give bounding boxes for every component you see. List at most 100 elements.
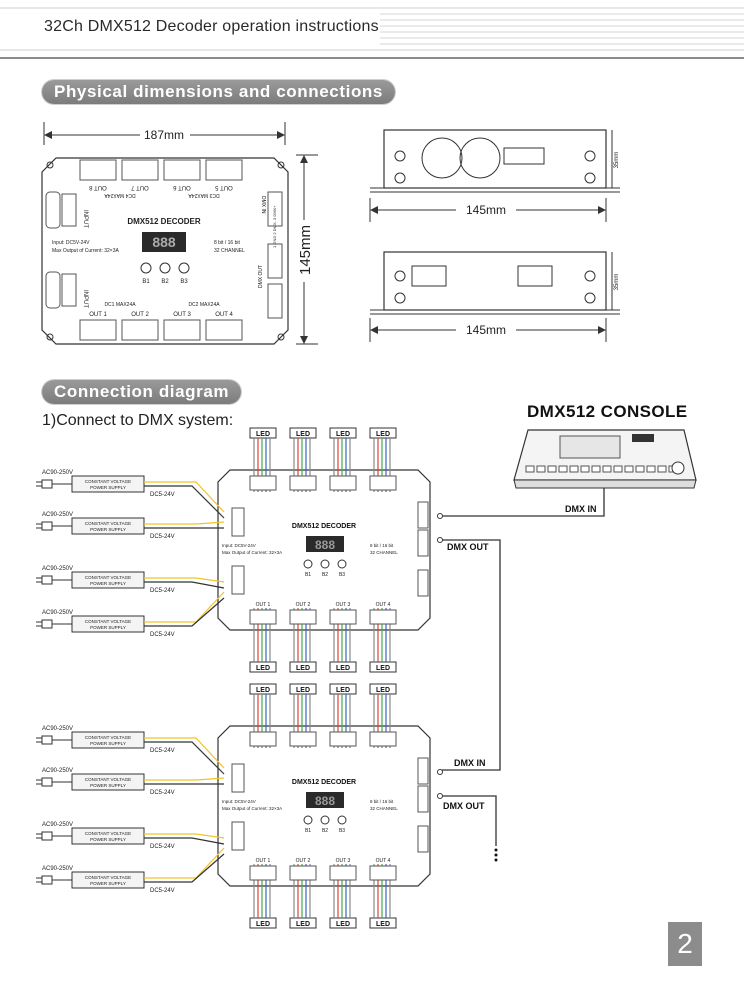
width-label: 187mm (144, 128, 184, 142)
bottom-output-label: OUT 3 (336, 602, 351, 608)
dc-wire-negative (144, 581, 225, 589)
dmx-out-connector (437, 537, 443, 543)
dc-output-label: DC5-24V (150, 790, 175, 796)
out8-label: OUT 8 (89, 184, 107, 190)
terminal-block-bottom (369, 865, 397, 881)
button-b3-label: B3 (180, 279, 188, 285)
section-connection-heading: Connection diagram (42, 380, 242, 404)
out4-label: OUT 4 (215, 312, 233, 318)
led-strip-bottom: LED (369, 917, 397, 929)
decoder-display: 888 (152, 234, 176, 250)
psu-label-line2: POWER SUPPLY (90, 581, 126, 586)
console-key (558, 465, 568, 473)
psu-label-line2: POWER SUPPLY (90, 783, 126, 788)
ac-input-label: AC90-250V (42, 822, 73, 828)
psu-box (71, 517, 145, 535)
bit-label: 8 bit / 16 bit (370, 799, 394, 804)
psu-label-line2: POWER SUPPLY (90, 527, 126, 532)
dc-output-label: DC5-24V (150, 748, 175, 754)
decoder-button (337, 559, 347, 569)
ac-plug-icon (41, 777, 53, 787)
document-header: 32Ch DMX512 Decoder operation instructio… (0, 0, 744, 62)
width-dimension: 187mm (43, 122, 286, 145)
led-label: LED (376, 687, 390, 694)
side-view-2: 35mm 145mm (369, 251, 620, 342)
dmx-aux-port (417, 825, 429, 853)
out7-label: OUT 7 (131, 184, 149, 190)
out3-label: OUT 3 (173, 312, 191, 318)
decoder-button-label: B2 (322, 572, 328, 578)
ac-input-label: AC90-250V (42, 470, 73, 476)
max-output-label: Max Output of Current: 32×3A (222, 806, 282, 811)
bit-label: 8 bit / 16 bit (214, 240, 240, 246)
max-output-label: Max Output of Current: 32×3A (52, 248, 120, 254)
input-block-top (231, 763, 245, 793)
led-strip-top: LED (329, 683, 357, 695)
terminal-block-top (329, 731, 357, 747)
dc-wire-negative (144, 837, 225, 845)
led-strip-bottom: LED (369, 661, 397, 673)
height-label: 145mm (297, 225, 314, 275)
channel-label: 32 CHANNEL (214, 248, 245, 254)
decoder-button-label: B3 (339, 828, 345, 834)
decoder-button (337, 815, 347, 825)
connect-dmx-heading: 1)Connect to DMX system: (42, 412, 234, 429)
input-block-bottom (231, 821, 245, 851)
bottom-output-label: OUT 1 (256, 602, 271, 608)
led-label: LED (376, 431, 390, 438)
bottom-output-label: OUT 2 (296, 602, 311, 608)
led-strip-bottom: LED (329, 917, 357, 929)
out2-label: OUT 2 (131, 312, 149, 318)
led-label: LED (376, 921, 390, 928)
side-height-label-2: 35mm (614, 274, 620, 291)
console-key (525, 465, 535, 473)
dmx-in-connector (437, 513, 443, 519)
dc-wire-negative (144, 741, 225, 775)
led-strip-top: LED (249, 683, 277, 695)
dmx-out-label-2: DMX OUT (443, 801, 485, 811)
psu-label-line1: CONSTANT VOLTAGE (85, 479, 131, 484)
dc-wire-positive (144, 833, 225, 839)
console-key (613, 465, 623, 473)
psu-box (71, 871, 145, 889)
dmx-in-label-1: DMX IN (565, 504, 597, 514)
input-block-bottom (231, 565, 245, 595)
dmx-labels: DMX IN DMX OUT DMX IN DMX OUT (443, 504, 597, 862)
psu-label-line2: POWER SUPPLY (90, 741, 126, 746)
led-label: LED (256, 687, 270, 694)
console-key (580, 465, 590, 473)
terminal-block-bottom (289, 865, 317, 881)
ac-plug-icon (41, 831, 53, 841)
led-strip-top: LED (369, 683, 397, 695)
bottom-output-label: OUT 2 (296, 858, 311, 864)
led-label: LED (256, 921, 270, 928)
psu-box (71, 475, 145, 493)
ac-plug-icon (41, 875, 53, 885)
led-strip-bottom: LED (289, 917, 317, 929)
led-strip-bottom: LED (249, 661, 277, 673)
psu-label-line2: POWER SUPPLY (90, 625, 126, 630)
dc-wire-positive (144, 847, 225, 879)
console-key (624, 465, 634, 473)
decoder-button-label: B3 (339, 572, 345, 578)
bottom-output-label: OUT 4 (376, 602, 391, 608)
dc-wire-positive (144, 577, 225, 583)
led-label: LED (336, 431, 350, 438)
led-label: LED (256, 431, 270, 438)
dc1-label: DC1 MAX24A (104, 302, 136, 308)
terminal-block-top (329, 475, 357, 491)
dc-wire-negative (144, 853, 225, 883)
ac-plug-icon (41, 479, 53, 489)
side-view-1: 35mm 145mm (369, 129, 620, 222)
terminal-block-bottom (249, 865, 277, 881)
dc-output-label: DC5-24V (150, 492, 175, 498)
dc-output-label: DC5-24V (150, 632, 175, 638)
psu-box (71, 731, 145, 749)
